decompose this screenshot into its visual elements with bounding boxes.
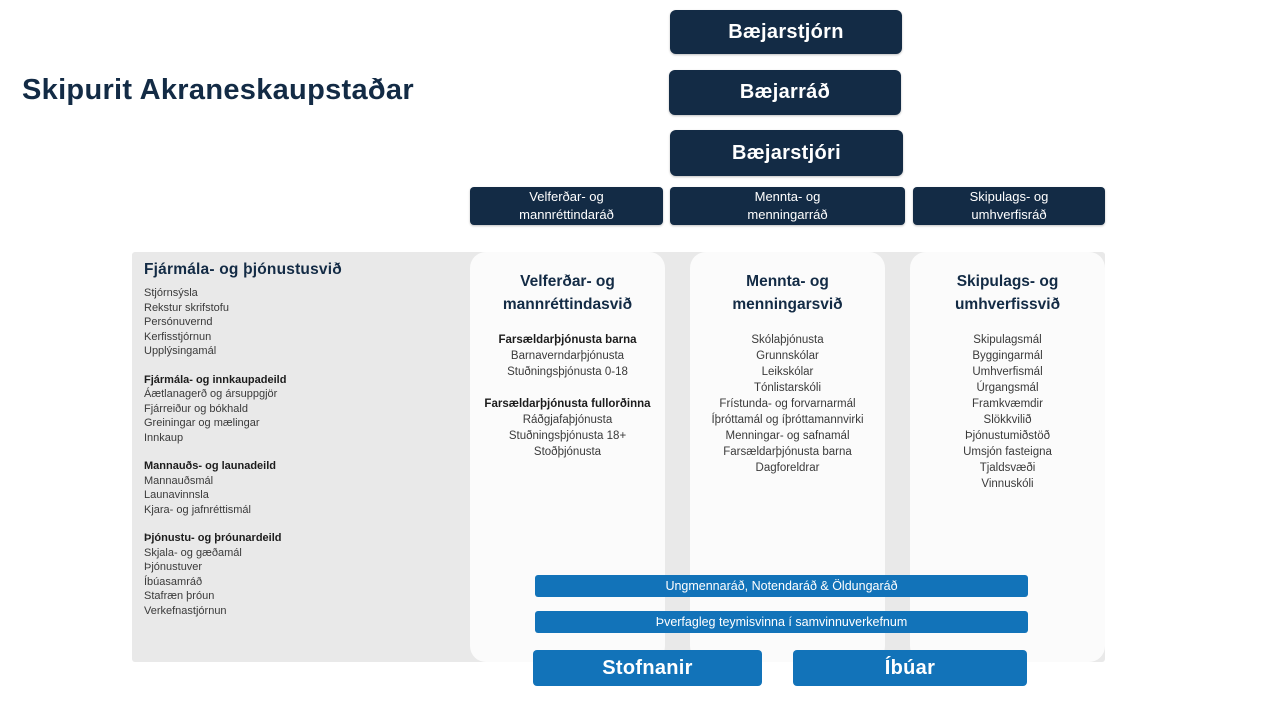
finance-subheading: Þjónustu- og þróunardeild xyxy=(144,532,282,544)
welfare-subheading: Farsældarþjónusta barna xyxy=(498,334,637,346)
education-item: Leikskólar xyxy=(761,366,814,378)
education-item: Farsældarþjónusta barna xyxy=(723,446,852,458)
finance-item: Kjara- og jafnréttismál xyxy=(144,503,251,516)
education-item: Íþróttamál og íþróttamannvirki xyxy=(711,414,864,426)
welfare-item: Stuðningsþjónusta 0-18 xyxy=(507,366,628,378)
council-box-velferdar: Velferðar- og mannréttindaráð xyxy=(470,187,663,225)
planning-item: Framkvæmdir xyxy=(972,398,1043,410)
education-item: Skólaþjónusta xyxy=(751,334,824,346)
division-heading: Velferðar- og mannréttindasvið xyxy=(502,273,633,313)
division-heading: Skipulags- og umhverfissvið xyxy=(954,273,1061,313)
finance-item: Rekstur skrifstofu xyxy=(144,301,229,314)
education-item: Frístunda- og forvarnarmál xyxy=(719,398,856,410)
finance-item: Áætlanagerð og ársuppgjör xyxy=(144,388,278,400)
org-box-baejarrad: Bæjarráð xyxy=(669,70,901,115)
finance-item: Innkaup xyxy=(144,431,184,444)
finance-item: Verkefnastjórnun xyxy=(144,604,227,617)
finance-item: Stjórnsýsla xyxy=(144,287,198,299)
planning-item: Tjaldsvæði xyxy=(979,462,1036,474)
planning-item: Byggingarmál xyxy=(972,350,1043,362)
stofnanir-button[interactable]: Stofnanir xyxy=(533,650,762,686)
education-item: Grunnskólar xyxy=(756,350,819,362)
finance-subheading: Mannauðs- og launadeild xyxy=(144,460,277,472)
finance-item: Launavinnsla xyxy=(144,489,209,501)
finance-item: Persónuvernd xyxy=(144,316,213,328)
council-box-label: Velferðar- og mannréttindaráð xyxy=(519,189,614,222)
org-box-baejarstjori: Bæjarstjóri xyxy=(670,130,903,176)
ibuar-button[interactable]: Íbúar xyxy=(793,650,1027,686)
council-box-label: Skipulags- og umhverfisráð xyxy=(969,189,1049,222)
planning-item: Umhverfismál xyxy=(972,366,1043,378)
division-heading: Mennta- og menningarsvið xyxy=(732,273,843,313)
finance-item: Þjónustuver xyxy=(144,561,203,573)
division-heading: Fjármála- og þjónustusvið xyxy=(144,261,342,278)
finance-item: Skjala- og gæðamál xyxy=(144,546,242,559)
council-box-mennta: Mennta- og menningarráð xyxy=(670,187,905,225)
welfare-item: Barnaverndarþjónusta xyxy=(510,350,625,362)
finance-item: Stafræn þróun xyxy=(144,590,215,602)
org-box-baejarstjorn: Bæjarstjórn xyxy=(670,10,902,54)
council-box-skipulags: Skipulags- og umhverfisráð xyxy=(913,187,1105,225)
councils-bar: Ungmennaráð, Notendaráð & Öldungaráð xyxy=(535,575,1028,597)
teamwork-bar: Þverfagleg teymisvinna í samvinnuverkefn… xyxy=(535,611,1028,633)
planning-item: Slökkvilið xyxy=(983,414,1032,426)
education-item: Menningar- og safnamál xyxy=(725,430,850,442)
finance-item: Upplýsingamál xyxy=(144,345,217,357)
welfare-item: Stuðningsþjónusta 18+ xyxy=(508,430,627,442)
planning-item: Skipulagsmál xyxy=(973,334,1042,346)
finance-item: Fjárreiður og bókhald xyxy=(144,402,248,415)
welfare-subheading: Farsældarþjónusta fullorðinna xyxy=(484,398,651,410)
welfare-item: Stoðþjónusta xyxy=(533,446,602,458)
finance-item: Greiningar og mælingar xyxy=(144,417,260,429)
planning-item: Þjónustumiðstöð xyxy=(964,430,1051,442)
planning-item: Vinnuskóli xyxy=(981,478,1034,490)
planning-item: Úrgangsmál xyxy=(976,382,1039,394)
finance-item: Mannauðsmál xyxy=(144,474,214,487)
welfare-column: Velferðar- og mannréttindasvið Farsældar… xyxy=(470,252,665,662)
planning-item: Umsjón fasteigna xyxy=(963,446,1052,458)
education-item: Tónlistarskóli xyxy=(753,382,822,394)
finance-item: Kerfisstjórnun xyxy=(144,330,212,343)
welfare-item: Ráðgjafaþjónusta xyxy=(522,414,613,426)
planning-column: Skipulags- og umhverfissvið Skipulagsmál… xyxy=(910,252,1105,662)
council-box-label: Mennta- og menningarráð xyxy=(747,189,828,222)
page-title: Skipurit Akraneskaupstaðar xyxy=(22,74,414,106)
finance-item: Íbúasamráð xyxy=(144,575,203,588)
welfare-group-fullordinna: Farsældarþjónusta fullorðinna Ráðgjafaþj… xyxy=(470,396,665,460)
welfare-group-barna: Farsældarþjónusta barna Barnaverndarþjón… xyxy=(470,332,665,380)
education-item: Dagforeldrar xyxy=(755,462,820,474)
finance-subheading: Fjármála- og innkaupadeild xyxy=(144,373,287,386)
